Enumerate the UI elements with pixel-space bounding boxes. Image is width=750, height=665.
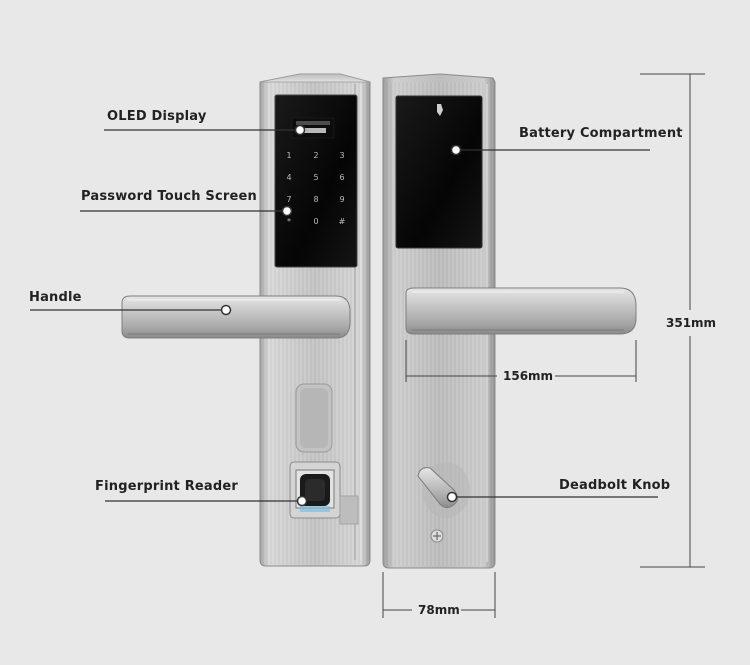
keypad-key-0: 0	[313, 217, 318, 226]
height-dimension-label: 351mm	[666, 316, 717, 330]
callout-lines	[30, 129, 658, 502]
handle-length-dimension-label: 156mm	[503, 369, 554, 383]
password-touch-screen-label: Password Touch Screen	[81, 189, 257, 204]
keypad-key-4: 4	[286, 173, 291, 182]
battery-compartment	[395, 95, 483, 249]
fingerprint-reader-label: Fingerprint Reader	[95, 479, 239, 494]
keypad-key-8: 8	[313, 195, 318, 204]
screw	[430, 529, 444, 543]
keypad-key-*: *	[287, 217, 291, 226]
keypad-key-2: 2	[313, 151, 318, 160]
oled-display-label: OLED Display	[107, 109, 207, 124]
callout-dots	[220, 124, 462, 507]
keypad: 1 2 3 4 5 6 7 8 9 * 0 #	[286, 151, 345, 226]
fingerprint-reader	[289, 383, 359, 525]
keypad-key-6: 6	[339, 173, 344, 182]
keypad-key-5: 5	[313, 173, 318, 182]
dimension-lines	[382, 73, 705, 618]
touch-screen-panel: 1 2 3 4 5 6 7 8 9 * 0 #	[274, 94, 358, 268]
keypad-key-#: #	[339, 217, 346, 226]
keypad-key-3: 3	[339, 151, 344, 160]
keypad-key-7: 7	[286, 195, 291, 204]
front-handle	[121, 295, 351, 339]
keypad-key-1: 1	[286, 151, 291, 160]
keypad-key-9: 9	[339, 195, 344, 204]
battery-compartment-label: Battery Compartment	[519, 126, 683, 141]
back-handle	[405, 287, 637, 335]
handle-label: Handle	[29, 290, 82, 305]
deadbolt-knob-label: Deadbolt Knob	[559, 478, 671, 493]
plate-width-dimension-label: 78mm	[418, 603, 460, 617]
